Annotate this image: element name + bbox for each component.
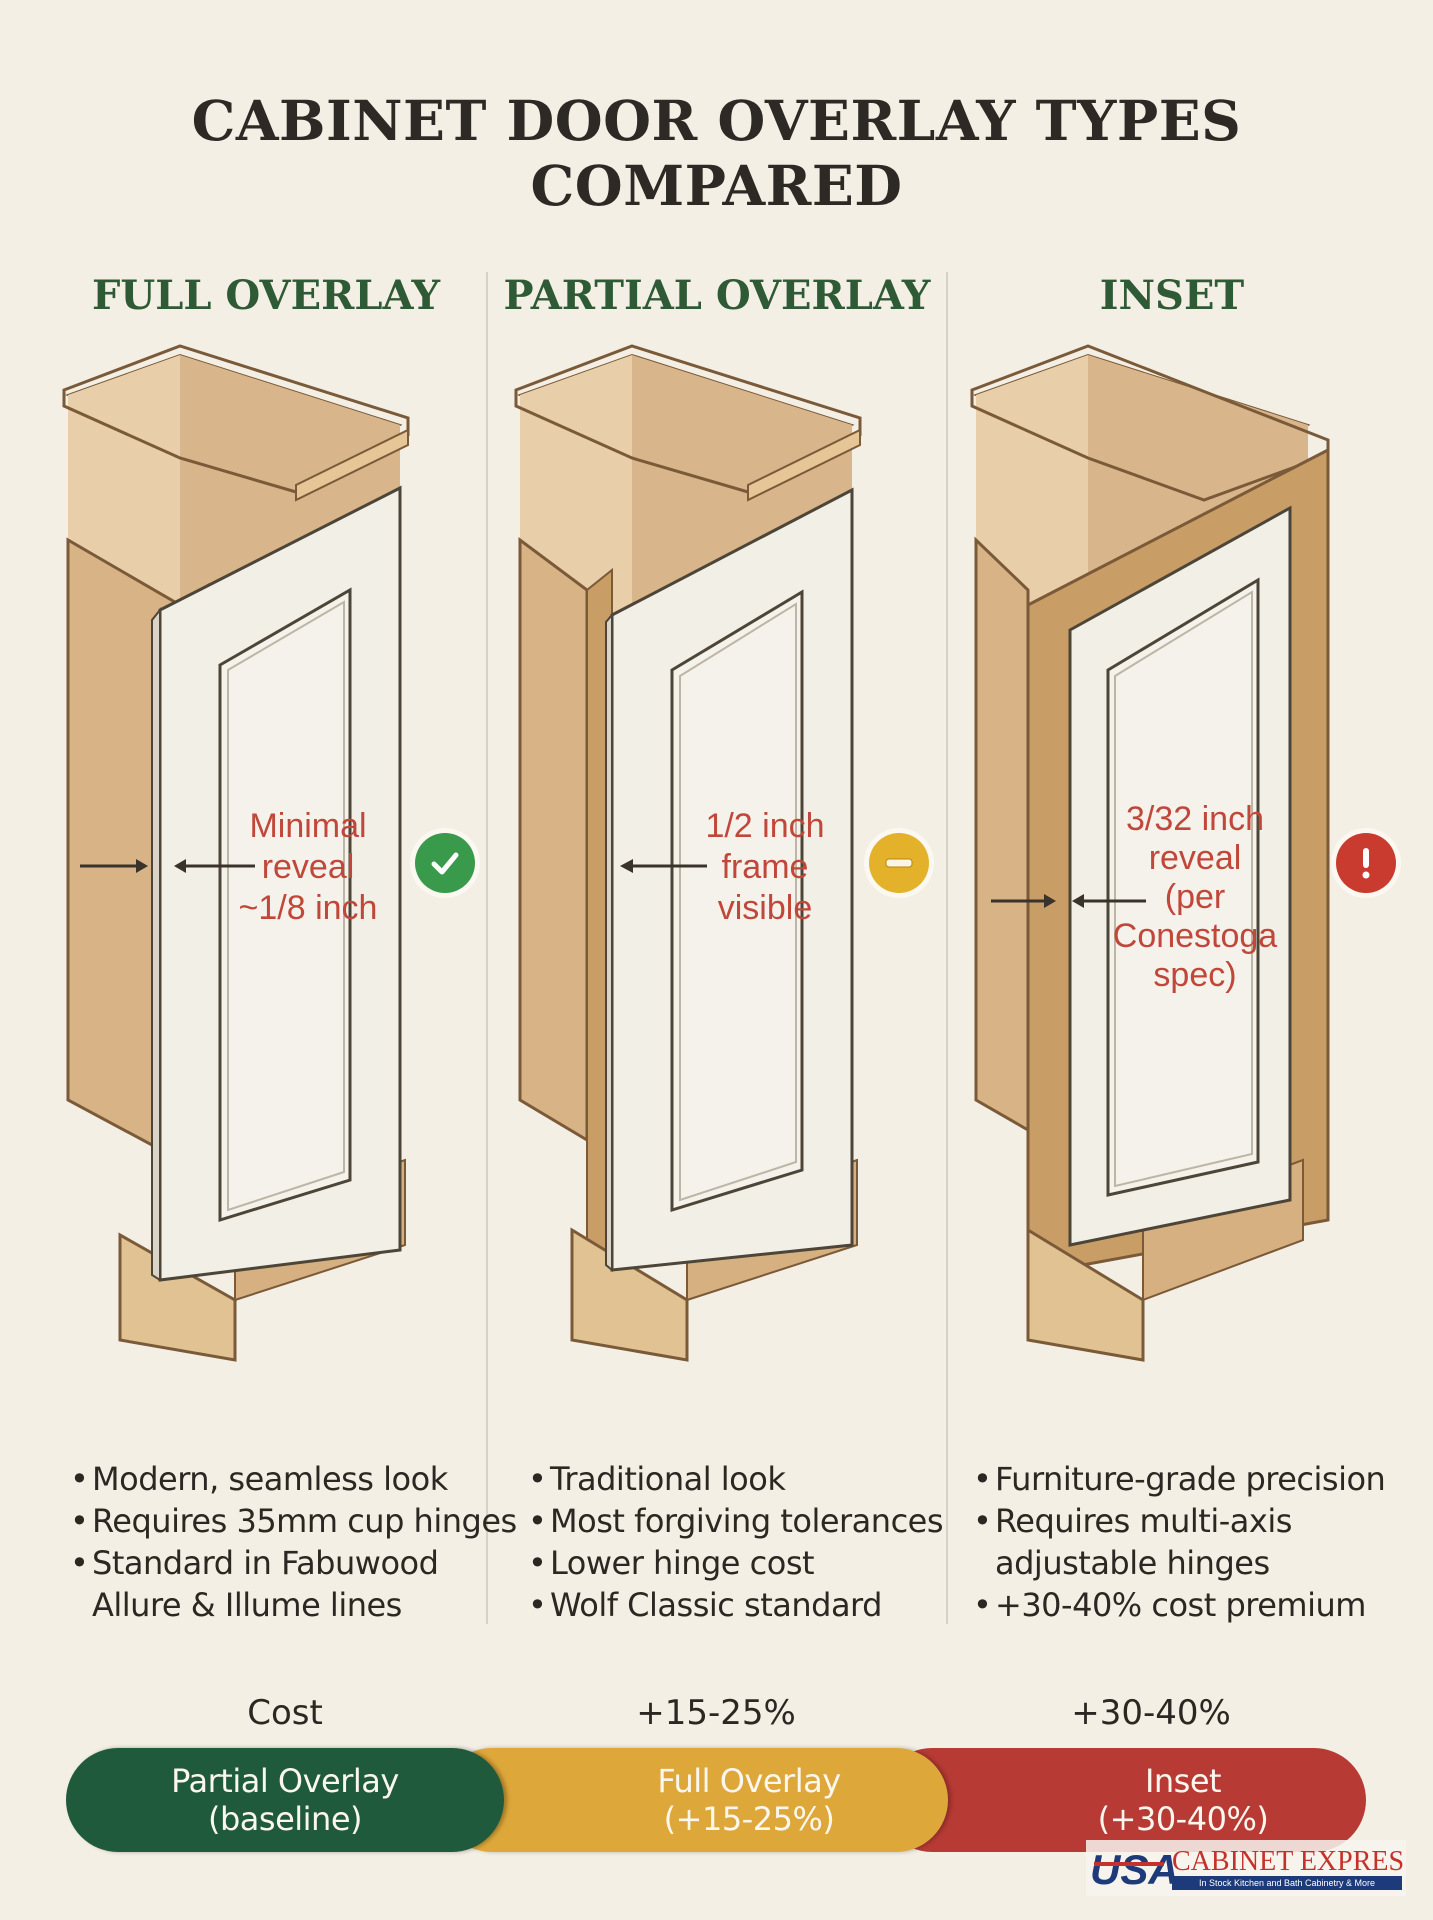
full-overlay-features: Modern, seamless look Requires 35mm cup … xyxy=(70,1458,517,1626)
heading-partial-overlay: PARTIAL OVERLAY xyxy=(503,272,931,319)
list-item: Lower hinge cost xyxy=(528,1542,943,1584)
cost-label-full-overlay: +15-25% xyxy=(636,1693,796,1733)
column-divider-left xyxy=(486,272,488,1624)
cost-label-inset: +30-40% xyxy=(1071,1693,1231,1733)
partial-overlay-cabinet-illustration xyxy=(514,344,862,1362)
full-overlay-cabinet-illustration xyxy=(62,344,410,1362)
heading-full-overlay: FULL OVERLAY xyxy=(91,272,441,319)
list-item-continuation: adjustable hinges xyxy=(995,1544,1270,1582)
minus-icon xyxy=(869,833,929,893)
list-item: Most forgiving tolerances xyxy=(528,1500,944,1542)
list-item: Standard in Fabuwood xyxy=(70,1542,517,1584)
list-item: Wolf Classic standard xyxy=(528,1584,943,1626)
cost-label: Cost xyxy=(247,1693,323,1733)
list-item: Traditional look xyxy=(528,1458,943,1500)
partial-overlay-features: Traditional look Most forgiving toleranc… xyxy=(528,1458,944,1626)
cost-segment-partial-overlay: Partial Overlay (baseline) xyxy=(66,1748,504,1852)
logo-wordmark: CABINET EXPRESS xyxy=(1172,1846,1406,1877)
list-item: Modern, seamless look xyxy=(70,1458,517,1500)
list-item-continuation: Allure & Illume lines xyxy=(92,1586,402,1624)
list-item: +30-40% cost premium xyxy=(973,1584,1385,1626)
logo-mark: USA xyxy=(1090,1846,1179,1893)
list-item: Furniture-grade precision xyxy=(973,1458,1386,1500)
check-icon xyxy=(415,833,475,893)
inset-features: Furniture-grade precision Requires multi… xyxy=(973,1458,1386,1626)
cost-segment-full-overlay: Full Overlay (+15-25%) xyxy=(440,1748,948,1852)
list-item: Requires 35mm cup hinges xyxy=(70,1500,517,1542)
full-overlay-reveal-callout: Minimal reveal ~1/8 inch xyxy=(238,807,378,927)
column-divider-right xyxy=(946,272,948,1624)
cabinet-express-logo: USA CABINET EXPRESS In Stock Kitchen and… xyxy=(1086,1840,1406,1896)
heading-inset: INSET xyxy=(1099,272,1245,319)
list-item: Requires multi-axis xyxy=(973,1500,1385,1542)
inset-reveal-callout: 3/32 inch reveal (per Conestoga spec) xyxy=(1112,800,1278,994)
partial-overlay-reveal-callout: 1/2 inch frame visible xyxy=(705,807,825,927)
logo-tagline: In Stock Kitchen and Bath Cabinetry & Mo… xyxy=(1199,1878,1375,1888)
cost-segment-inset: Inset (+30-40%) xyxy=(880,1748,1366,1852)
exclamation-icon xyxy=(1336,833,1396,893)
page-title: CABINET DOOR OVERLAY TYPES COMPARED xyxy=(191,88,1242,218)
inset-cabinet-illustration xyxy=(970,344,1330,1362)
